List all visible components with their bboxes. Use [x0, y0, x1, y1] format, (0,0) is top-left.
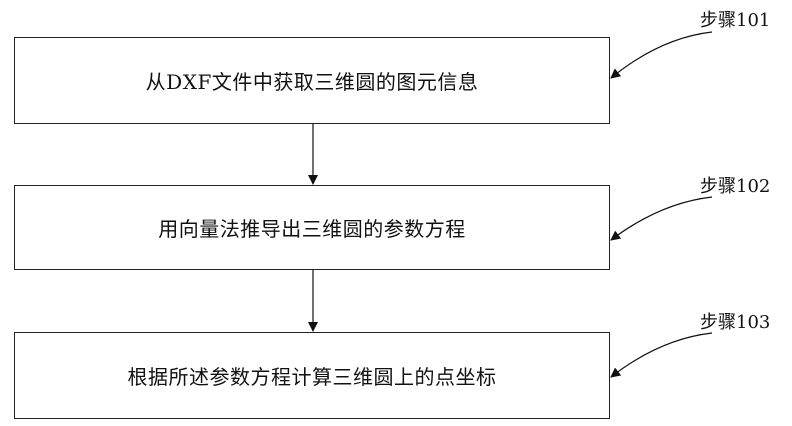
step-box-102: 用向量法推导出三维圆的参数方程 — [14, 185, 610, 270]
step-text-101: 从DXF文件中获取三维圆的图元信息 — [146, 66, 479, 95]
step-box-101: 从DXF文件中获取三维圆的图元信息 — [14, 37, 610, 124]
leader-arrow-103 — [611, 333, 712, 377]
leader-arrow-102 — [611, 197, 712, 240]
step-label-101: 步骤101 — [700, 6, 770, 32]
step-label-102: 步骤102 — [700, 172, 770, 198]
step-text-103: 根据所述参数方程计算三维圆上的点坐标 — [128, 361, 497, 390]
step-text-102: 用向量法推导出三维圆的参数方程 — [158, 213, 466, 242]
leader-arrow-101 — [611, 32, 712, 78]
step-box-103: 根据所述参数方程计算三维圆上的点坐标 — [14, 332, 610, 419]
step-label-103: 步骤103 — [700, 308, 770, 334]
